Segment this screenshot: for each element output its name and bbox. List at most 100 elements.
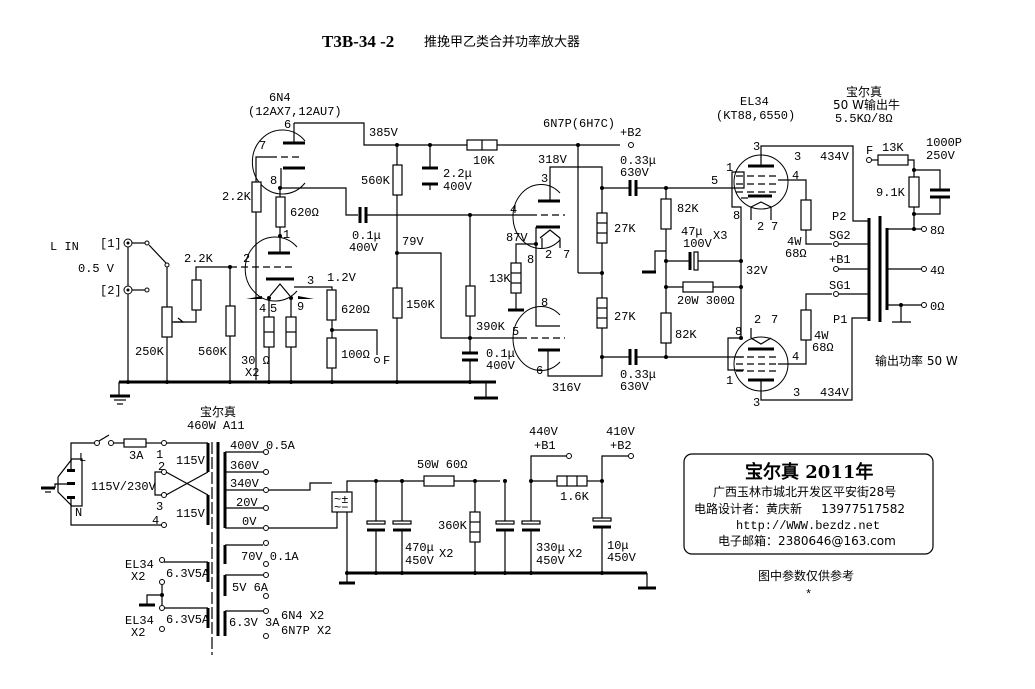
speaker-0ohm-terminal[interactable] — [921, 302, 927, 308]
power-switch[interactable] — [98, 434, 110, 442]
ot-brand: 宝尔真 — [846, 84, 882, 99]
label: 400V — [443, 180, 473, 194]
label: 450V — [607, 551, 637, 565]
label: 3A — [129, 449, 144, 463]
pin-label: 8 — [735, 325, 742, 339]
pin-label: 2 — [757, 220, 764, 234]
pin-label: 2 — [545, 248, 552, 262]
label: 100V — [683, 237, 713, 251]
resistor-620-cathode — [326, 289, 337, 321]
label: X2 — [245, 366, 259, 380]
tap-p2: P2 — [832, 210, 846, 224]
pin-label: 7 — [259, 139, 266, 153]
label: X2 — [439, 547, 453, 561]
label: 150K — [406, 298, 436, 312]
label: 27K — [614, 310, 636, 324]
label: 20W 300Ω — [677, 294, 735, 308]
output-tube-label: EL34 — [740, 95, 769, 109]
phase-splitter: 6N7P(6H7C) +B2 318V 3 4 2 7 87V 8 13K 8 … — [489, 117, 730, 395]
input-label: L IN — [50, 240, 79, 254]
pin-label: 5 — [711, 174, 718, 188]
label: 13K — [489, 272, 511, 286]
reference-note: 图中参数仅供参考 — [758, 568, 854, 583]
label: EL34 — [125, 558, 154, 572]
bridge-rectifier — [331, 491, 353, 513]
pin-label: 6 — [536, 364, 543, 378]
label: 410V — [606, 425, 636, 439]
label: 560K — [198, 345, 228, 359]
label: 316V — [552, 381, 582, 395]
label: EL34 — [125, 614, 154, 628]
label: 10K — [473, 154, 495, 168]
speaker-8ohm-terminal[interactable] — [921, 226, 927, 232]
pin-label: 9 — [297, 300, 304, 314]
label: +B1 — [534, 439, 556, 453]
sec-6.3v-5a-1: 6.3V5A — [166, 567, 210, 581]
pt-brand: 宝尔真 — [200, 404, 236, 419]
resistor-560k — [225, 305, 236, 337]
resistor-60ohm — [423, 475, 455, 487]
fuse — [123, 438, 147, 448]
b1-terminal — [566, 453, 572, 459]
label: 450V — [405, 554, 435, 568]
label: 13K — [882, 141, 904, 155]
sec-6.3v-3a: 6.3V 3A — [229, 616, 280, 630]
jack-label: [1] — [100, 237, 122, 251]
pin-label: 8 — [270, 174, 277, 188]
label: 0.1μ — [352, 229, 381, 243]
tap-sg2: SG2 — [829, 229, 851, 243]
info-address: 广西玉林市城北开发区平安街28号 — [713, 484, 896, 499]
triode-envelope-top — [251, 129, 306, 195]
label: 2.2μ — [443, 167, 472, 181]
output-stage: EL34 (KT88,6550) 82K 82K 47μ 100V X3 20W… — [642, 95, 870, 410]
label: 4Ω — [930, 264, 944, 278]
output-power: 输出功率 50 W — [875, 353, 958, 368]
input-tube-label: 6N4 — [269, 91, 291, 105]
input-level: 0.5 V — [78, 262, 115, 276]
title-model: T3B-34 -2 — [322, 32, 394, 51]
sec-6.3v-5a-2: 6.3V5A — [166, 613, 210, 627]
triode-envelope-upper — [512, 184, 561, 249]
pin-label: 7 — [771, 220, 778, 234]
iec-inlet[interactable] — [57, 458, 83, 507]
label: 630V — [620, 380, 650, 394]
label: 400V — [486, 359, 516, 373]
speaker-4ohm-terminal[interactable] — [921, 266, 927, 272]
pin-label: 3 — [307, 274, 314, 288]
resistor-68ohm-sg1 — [800, 309, 812, 341]
pin-label: 3 — [753, 140, 760, 154]
pin-label: 5 — [512, 325, 519, 339]
label: 0.33μ — [620, 368, 656, 382]
label: 434V — [820, 150, 850, 164]
tap-p1: P1 — [833, 313, 847, 327]
label: 47μ — [681, 225, 703, 239]
info-heading: 宝尔真 2011年 — [745, 461, 873, 483]
info-box: 宝尔真 2011年 广西玉林市城北开发区平安街28号 电路设计者：黄庆新 139… — [683, 453, 934, 602]
resistor-82k-1 — [660, 198, 672, 230]
label: 68Ω — [812, 341, 834, 355]
volume-pot[interactable] — [161, 306, 173, 338]
label: 9.1K — [876, 186, 906, 200]
sec-0v: 0V — [242, 515, 257, 529]
pin-label: 5 — [270, 302, 277, 316]
info-designer: 电路设计者：黄庆新 13977517582 — [694, 501, 905, 516]
label: 115V — [176, 507, 206, 521]
label: 250V — [926, 149, 956, 163]
resistor-2.2k — [251, 181, 262, 213]
title-subtitle: 推挽甲乙类合并功率放大器 — [424, 34, 580, 50]
input-selector-switch[interactable] — [148, 244, 167, 264]
pin-label: 2 — [754, 313, 761, 327]
ot-impedance: 5.5KΩ/8Ω — [835, 112, 893, 126]
sec-70v: 70V 0.1A — [241, 550, 299, 564]
info-url: http://WWW.bezdz.net — [736, 519, 880, 533]
resistor-27k-1 — [596, 212, 608, 244]
sec-20v: 20V — [236, 496, 258, 510]
power-supply: ~± ~− 470μ 450V X2 50W 60Ω — [331, 425, 656, 590]
pt-spec: 460W A11 — [187, 419, 245, 433]
resistor-68ohm-sg2 — [800, 199, 812, 231]
voltage-385: 385V — [369, 126, 399, 140]
label: 30 Ω — [241, 354, 270, 368]
pin-label: 3 — [541, 172, 548, 186]
pin-label: 4 — [792, 169, 799, 183]
